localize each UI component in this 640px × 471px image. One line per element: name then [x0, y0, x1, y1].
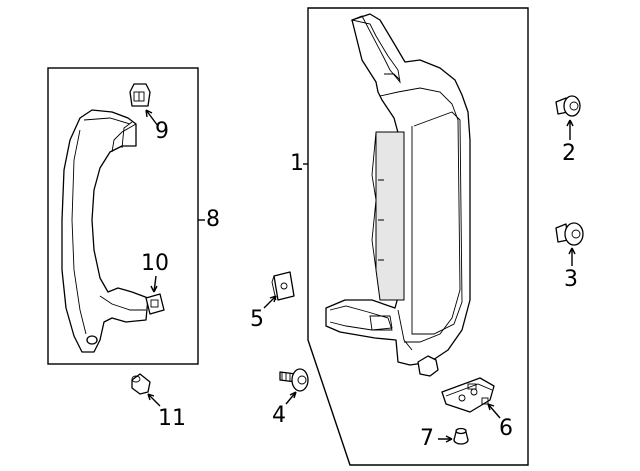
callout-5: 5: [250, 307, 264, 332]
arrow-6: [487, 403, 501, 419]
bumper-part-11: [131, 373, 151, 395]
callout-6: 6: [499, 416, 513, 441]
arrow-10: [150, 275, 158, 293]
bolt-part-3: [555, 222, 584, 246]
arrow-7: [438, 435, 453, 443]
callout-9: 9: [155, 119, 169, 144]
screw-part-4: [279, 368, 309, 392]
arrow-5: [263, 295, 277, 309]
callout-8: 8: [206, 207, 220, 232]
clip-part-9: [129, 83, 151, 107]
callout-1: 1: [290, 151, 304, 176]
bolt-part-2: [555, 95, 581, 117]
arrow-11: [147, 393, 161, 407]
push-pin-part-7: [453, 427, 469, 445]
callout-10: 10: [141, 251, 169, 276]
arrow-4: [285, 391, 297, 405]
callout-2: 2: [562, 141, 576, 166]
trim-panel-part-1: [325, 13, 471, 377]
nut-clip-part-5: [271, 271, 295, 301]
grab-handle-part-8: [61, 109, 149, 353]
clip-part-10: [145, 293, 165, 315]
arrow-3: [568, 247, 576, 266]
callout-11: 11: [158, 406, 186, 431]
callout-7: 7: [420, 426, 434, 451]
arrow-9: [145, 109, 159, 127]
callout-4: 4: [272, 403, 286, 428]
group-box-part-8: [47, 67, 199, 365]
arrow-2: [566, 119, 574, 140]
group-box-part-1: [307, 7, 529, 466]
bracket-part-6: [441, 377, 495, 413]
callout-3: 3: [564, 267, 578, 292]
